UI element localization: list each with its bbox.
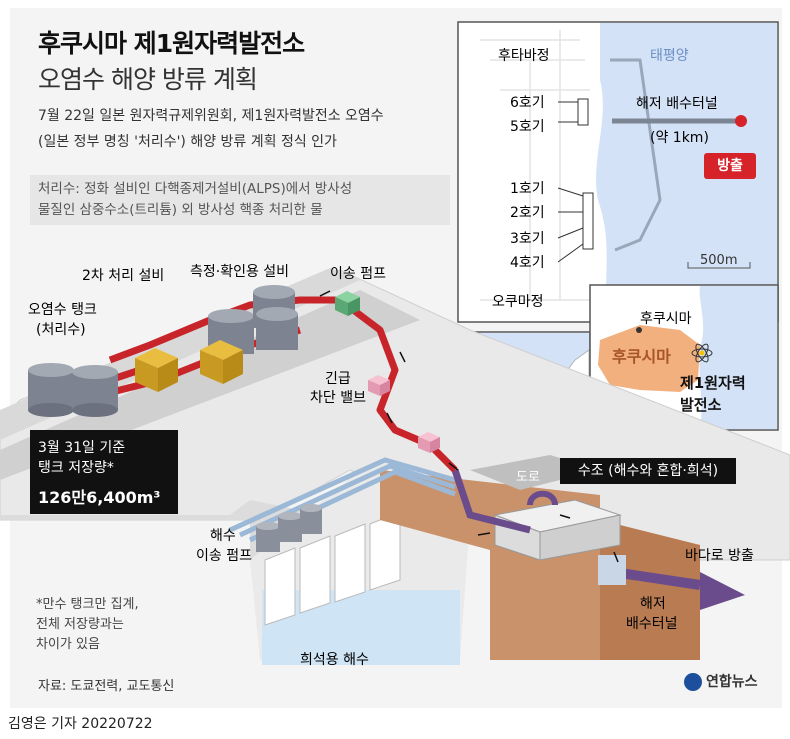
definition-line2: 물질인 삼중수소(트리튬) 외 방사성 핵종 처리한 물 — [38, 202, 323, 218]
valve-label-1: 긴급 — [325, 371, 351, 387]
definition-line1: 처리수: 정화 설비인 다핵종제거설비(ALPS)에서 방사성 — [38, 181, 353, 197]
title-line2: 오염수 해양 방류 계획 — [38, 65, 258, 94]
to-sea-label: 바다로 방출 — [685, 548, 754, 564]
unit2-label: 2호기 — [510, 205, 545, 221]
intro-line2: (일본 정부 명칭 '처리수') 해양 방류 계획 정식 인가 — [38, 134, 337, 150]
logo-mark-icon — [684, 673, 702, 691]
unit5-label: 5호기 — [510, 119, 545, 135]
transfer-pump-icon — [335, 291, 360, 316]
storage-line2: 탱크 저장량* — [38, 460, 114, 476]
plant-label-1: 제1원자력 — [680, 374, 746, 392]
source-text: 자료: 도쿄전력, 교도통신 — [38, 679, 175, 694]
scale-label: 500m — [700, 253, 737, 268]
seawater-pumps — [256, 504, 322, 552]
unit6-label: 6호기 — [510, 95, 545, 111]
emergency-valve-icon — [368, 375, 440, 453]
contaminated-water-tanks — [28, 363, 118, 417]
flow-to-tank — [451, 468, 531, 534]
unit3-label: 3호기 — [510, 231, 545, 247]
mixing-tank-label: 수조 (해수와 혼합·희석) — [560, 458, 736, 484]
footnote-line3: 차이가 있음 — [36, 637, 100, 652]
storage-value: 126만6,400m³ — [38, 488, 161, 507]
credit-text: 김영은 기자 20220722 — [8, 716, 153, 732]
flow-arrows — [319, 290, 619, 563]
unit6-unit5-block — [577, 98, 589, 126]
tunnel-label-1: 해저 — [640, 596, 666, 612]
map-tunnel-label: 해저 배수터널 — [636, 96, 718, 112]
secondary-label: 2차 처리 설비 — [82, 268, 164, 284]
atom-icon — [691, 343, 713, 363]
treated-water-pipe — [108, 296, 458, 473]
intro-line1: 7월 22일 일본 원자력규제위원회, 제1원자력발전소 오염수 — [38, 108, 384, 124]
tunnel-shaft — [598, 555, 626, 585]
intake-gates — [264, 511, 401, 626]
release-arrow — [700, 572, 745, 610]
footnote: *만수 탱크만 집계, 전체 저장량과는 차이가 있음 — [36, 595, 139, 655]
fukushima-city-dot — [636, 327, 642, 333]
flow-overflow — [527, 490, 558, 506]
footnote-line1: *만수 탱크만 집계, — [36, 597, 139, 612]
land-roads — [480, 30, 590, 301]
intro-text: 7월 22일 일본 원자력규제위원회, 제1원자력발전소 오염수 (일본 정부 … — [38, 103, 384, 155]
definition-text: 처리수: 정화 설비인 다핵종제거설비(ALPS)에서 방사성 물질인 삼중수소… — [38, 179, 352, 221]
plant-label-2: 발전소 — [680, 396, 722, 414]
pacific-label: 태평양 — [650, 48, 689, 64]
seawater-label-2: 이송 펌프 — [196, 548, 252, 564]
tank-label: 오염수 탱크 — [28, 302, 97, 318]
seawater-label-1: 해수 — [210, 528, 236, 544]
title-line1: 후쿠시마 제1원자력발전소 — [38, 29, 305, 58]
secondary-treatment-units — [135, 340, 243, 392]
unit1-4-block — [582, 192, 594, 250]
dilution-label: 희석용 해수 — [300, 652, 369, 668]
fukushima-inset-sea — [699, 286, 777, 429]
logo-text: 연합뉴스 — [706, 674, 758, 690]
unit1-label: 1호기 — [510, 181, 545, 197]
valve-label-2: 차단 밸브 — [310, 390, 366, 406]
okuma-label: 오쿠마정 — [492, 294, 544, 310]
fukushima-pref-label: 후쿠시마 — [612, 347, 671, 366]
futaba-label: 후타바정 — [498, 48, 550, 64]
definition-box: 처리수: 정화 설비인 다핵종제거설비(ALPS)에서 방사성 물질인 삼중수소… — [30, 175, 450, 225]
measurement-label: 측정·확인용 설비 — [190, 264, 289, 280]
scale-bar — [687, 262, 751, 269]
pacific-sea — [596, 23, 777, 321]
storage-text: 3월 31일 기준 탱크 저장량* — [38, 438, 125, 478]
storage-line1: 3월 31일 기준 — [38, 440, 126, 456]
breakwater — [610, 58, 662, 252]
storage-box: 3월 31일 기준 탱크 저장량* 126만6,400m³ — [30, 430, 178, 514]
map-tunnel-length: (약 1km) — [650, 130, 709, 146]
release-point — [735, 115, 747, 127]
tunnel-label-2: 배수터널 — [626, 616, 678, 632]
tank-sub-label: (처리수) — [36, 322, 86, 338]
fukushima-prefecture — [598, 325, 700, 392]
mixing-tank-front — [539, 514, 621, 561]
road-label: 도로 — [516, 470, 540, 485]
release-badge: 방출 — [704, 153, 756, 179]
yonhap-logo: 연합뉴스 — [684, 671, 758, 691]
pump-label: 이송 펌프 — [330, 266, 386, 282]
footnote-line2: 전체 저장량과는 — [36, 617, 124, 632]
reactor-units — [557, 98, 594, 263]
unit4-label: 4호기 — [510, 255, 545, 271]
fukushima-city-label: 후쿠시마 — [640, 311, 692, 327]
